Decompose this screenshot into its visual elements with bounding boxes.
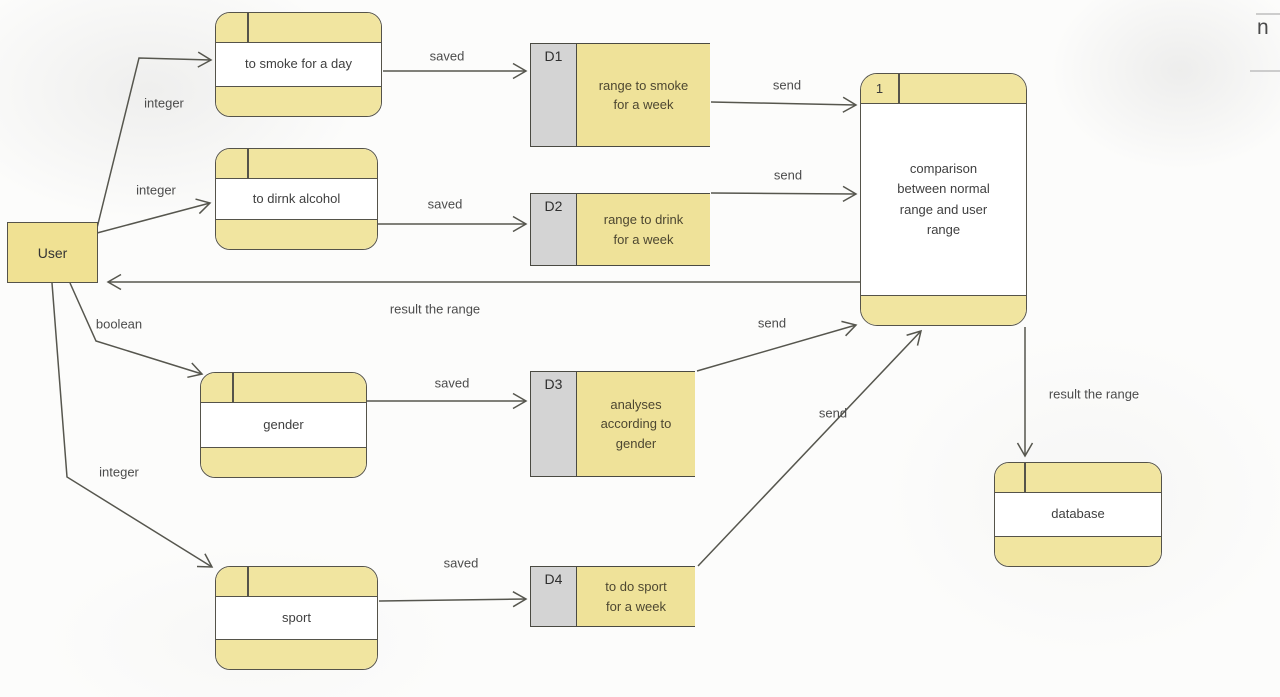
process-gender: gender xyxy=(200,372,367,478)
node-database-label: database xyxy=(995,493,1161,537)
flow-label-saved-alcohol: saved xyxy=(427,196,463,212)
process-alcohol-header xyxy=(216,149,377,179)
flow-label-send-d1: send xyxy=(772,77,802,93)
datastore-d4: D4 to do sport for a week xyxy=(530,566,695,627)
process-smoke-header xyxy=(216,13,381,43)
datastore-d4-id: D4 xyxy=(531,567,577,626)
process-smoke-footer xyxy=(216,87,381,116)
process-smoke-label: to smoke for a day xyxy=(216,43,381,87)
datastore-d2-text: range to drink for a week xyxy=(603,212,684,247)
cropped-text-artifact: n xyxy=(1257,16,1269,39)
process-sport-label: sport xyxy=(216,597,377,640)
process-alcohol-footer xyxy=(216,220,377,249)
entity-user: User xyxy=(7,222,98,283)
flow-label-saved-sport: saved xyxy=(443,555,479,571)
flow-user-to-gender xyxy=(69,282,204,379)
node-database-number xyxy=(995,463,1024,492)
process-comparison-footer xyxy=(861,296,1026,325)
cropped-line-artifact xyxy=(1250,70,1280,72)
flow-label-integer-sport: integer xyxy=(99,464,139,480)
flow-label-result-database: result the range xyxy=(1048,386,1140,402)
node-database: database xyxy=(994,462,1162,567)
flow-label-saved-smoke: saved xyxy=(429,48,465,64)
flow-d1-to-comparison xyxy=(710,96,858,113)
flow-sport-to-d4 xyxy=(378,591,528,608)
flow-user-to-alcohol xyxy=(96,198,212,234)
entity-user-label: User xyxy=(37,244,68,261)
process-alcohol-number xyxy=(216,149,247,178)
process-comparison-number: 1 xyxy=(875,81,884,96)
cropped-line-artifact xyxy=(1256,13,1280,15)
process-smoke-number xyxy=(216,13,247,42)
process-comparison-text: comparison between normal range and user… xyxy=(897,161,990,237)
process-sport-number xyxy=(216,567,247,596)
flow-label-send-d4: send xyxy=(818,405,848,421)
datastore-d3-id: D3 xyxy=(531,372,577,476)
process-sport: sport xyxy=(215,566,378,670)
process-alcohol: to dirnk alcohol xyxy=(215,148,378,250)
node-database-header xyxy=(995,463,1161,493)
process-comparison: 1 comparison between normal range and us… xyxy=(860,73,1027,326)
process-sport-header xyxy=(216,567,377,597)
flow-label-boolean: boolean xyxy=(95,316,143,332)
flow-label-saved-gender: saved xyxy=(434,375,470,391)
flow-label-integer-alcohol: integer xyxy=(136,182,176,198)
datastore-d3-label: analyses according to gender xyxy=(577,372,695,476)
flow-user-to-sport xyxy=(51,282,214,568)
datastore-d3: D3 analyses according to gender xyxy=(530,371,695,477)
process-comparison-label: comparison between normal range and user… xyxy=(861,104,1026,296)
flow-d3-to-comparison xyxy=(696,320,858,372)
header-divider xyxy=(247,149,249,178)
process-gender-header xyxy=(201,373,366,403)
flow-label-result-user: result the range xyxy=(389,301,481,317)
datastore-d1-id: D1 xyxy=(531,44,577,146)
header-divider xyxy=(1024,463,1026,492)
header-divider xyxy=(232,373,234,402)
process-gender-label: gender xyxy=(201,403,366,448)
flow-label-send-d3: send xyxy=(757,315,787,331)
datastore-d4-label: to do sport for a week xyxy=(577,567,695,626)
header-divider xyxy=(247,567,249,596)
header-divider xyxy=(898,74,900,103)
node-database-footer xyxy=(995,537,1161,566)
datastore-d1: D1 range to smoke for a week xyxy=(530,43,710,147)
datastore-d2-label: range to drink for a week xyxy=(577,194,710,265)
process-gender-footer xyxy=(201,448,366,477)
header-divider xyxy=(247,13,249,42)
datastore-d1-label: range to smoke for a week xyxy=(577,44,710,146)
datastore-d2-id: D2 xyxy=(531,194,577,265)
flow-user-to-smoke xyxy=(96,51,213,229)
process-alcohol-label: to dirnk alcohol xyxy=(216,179,377,220)
process-comparison-header: 1 xyxy=(861,74,1026,104)
datastore-d4-text: to do sport for a week xyxy=(605,579,667,614)
datastore-d2: D2 range to drink for a week xyxy=(530,193,710,266)
process-sport-footer xyxy=(216,640,377,669)
flow-label-send-d2: send xyxy=(773,167,803,183)
process-gender-number xyxy=(201,373,232,402)
datastore-d3-text: analyses according to gender xyxy=(600,396,672,451)
flow-d4-to-comparison xyxy=(697,329,923,567)
process-smoke: to smoke for a day xyxy=(215,12,382,117)
flow-d2-to-comparison xyxy=(710,185,858,203)
flow-label-integer-smoke: integer xyxy=(144,95,184,111)
datastore-d1-text: range to smoke for a week xyxy=(598,77,689,113)
